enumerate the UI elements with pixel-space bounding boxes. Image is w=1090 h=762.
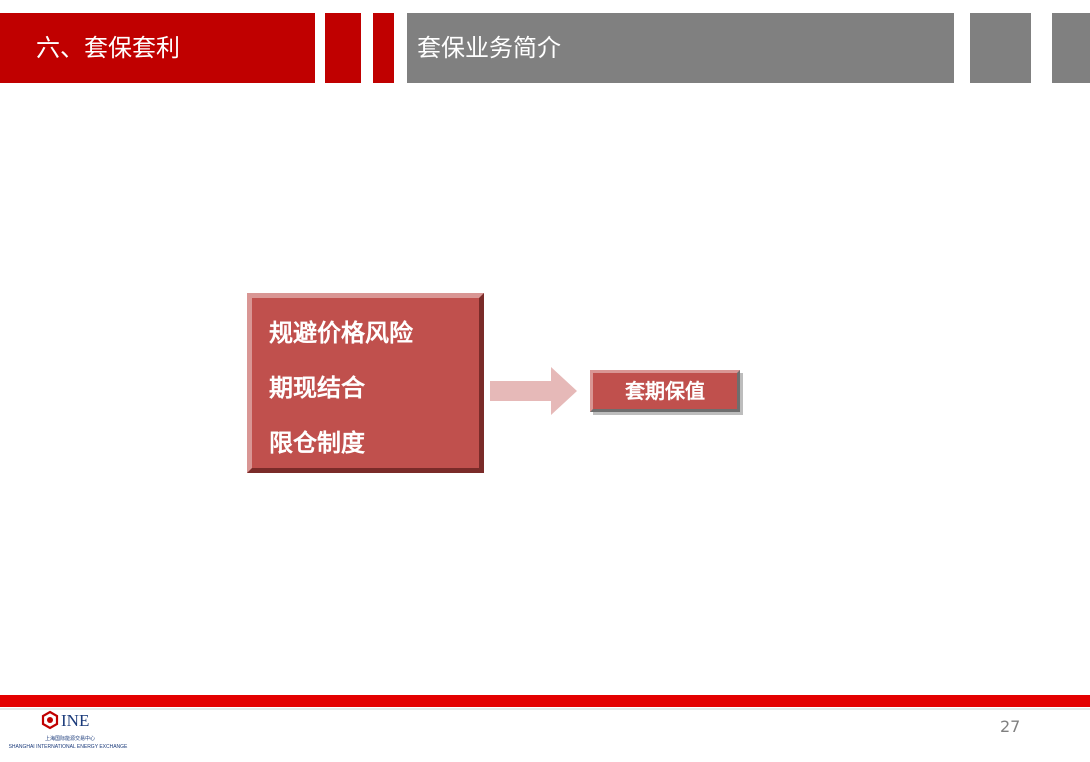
header-decor-red-2	[373, 13, 394, 83]
page-number: 27	[1000, 717, 1021, 736]
ine-logo-icon	[41, 710, 59, 730]
header-decor-gray-1	[970, 13, 1031, 83]
section-title: 六、套保套利	[36, 34, 180, 62]
footer-rule-shadow	[0, 708, 1090, 710]
section-title-bar: 六、套保套利	[0, 13, 315, 83]
source-box: 规避价格风险 期现结合 限仓制度	[247, 293, 484, 473]
source-item-risk: 规避价格风险	[269, 319, 413, 347]
header-decor-red-1	[325, 13, 361, 83]
right-arrow-icon	[490, 367, 577, 415]
topic-title: 套保业务简介	[417, 34, 561, 62]
source-item-spot-futures: 期现结合	[269, 374, 365, 402]
ine-logo-brand: INE	[61, 711, 89, 730]
footer-rule	[0, 695, 1090, 707]
target-box-hedging: 套期保值	[590, 370, 740, 412]
ine-logo-name-cn: 上海国际能源交易中心	[45, 735, 95, 742]
topic-title-bar: 套保业务简介	[407, 13, 954, 83]
header-decor-gray-2	[1052, 13, 1090, 83]
ine-logo-name-en: SHANGHAI INTERNATIONAL ENERGY EXCHANGE	[9, 744, 128, 750]
source-item-position-limit: 限仓制度	[269, 429, 365, 457]
ine-logo: INE 上海国际能源交易中心 SHANGHAI INTERNATIONAL EN…	[9, 710, 128, 750]
